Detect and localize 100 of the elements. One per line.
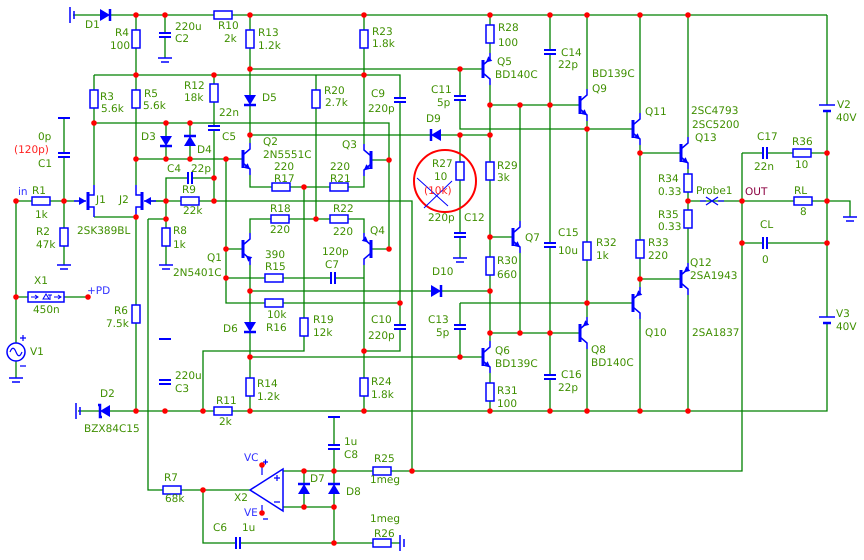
component-label: Probe1	[696, 185, 732, 198]
component-label: Q5	[497, 56, 512, 69]
component-label: 2SC4793	[691, 105, 738, 118]
component-label: V3	[836, 308, 850, 321]
component-label: 22p	[558, 382, 578, 395]
component-label: R28	[498, 22, 519, 35]
component-label: C16	[561, 369, 582, 382]
alternate-value-label: (120p)	[14, 144, 49, 157]
component-label: R30	[497, 255, 518, 268]
component-label: 5.6k	[143, 100, 166, 113]
component-label: 100	[497, 398, 518, 411]
component-label: Q1	[207, 252, 222, 265]
component-label: D4	[197, 144, 212, 157]
component-label: R23	[372, 26, 393, 39]
component-label: BZX84C15	[84, 423, 140, 436]
component-label: C13	[428, 314, 449, 327]
component-label: 22n	[219, 107, 240, 120]
component-label: D8	[346, 486, 361, 499]
component-label: 220	[333, 226, 354, 239]
component-label: 10k	[267, 309, 286, 322]
component-label: 10u	[558, 245, 578, 258]
component-label: C8	[344, 449, 358, 462]
component-label: R19	[313, 314, 334, 327]
component-label: 2SK389BL	[77, 225, 130, 238]
net-label: OUT	[745, 186, 768, 199]
component-label: RL	[794, 185, 808, 198]
component-label: R11	[216, 395, 237, 408]
component-label: 2SA1837	[692, 327, 740, 340]
component-label: 1u	[344, 436, 358, 449]
component-label: C9	[371, 88, 386, 101]
component-label: R15	[265, 261, 286, 274]
component-label: 1.2k	[258, 40, 281, 53]
component-label: Q8	[591, 344, 606, 357]
component-label: R1	[32, 185, 46, 198]
component-label: C17	[757, 131, 778, 144]
component-label: R12	[184, 80, 205, 93]
component-label: 2k	[219, 416, 232, 429]
component-label: R34	[658, 173, 679, 186]
component-label: C4	[167, 163, 182, 176]
component-label: R22	[333, 203, 354, 216]
component-label: C2	[175, 33, 190, 46]
component-label: 5p	[437, 97, 450, 110]
component-label: R2	[36, 226, 50, 239]
component-label: C12	[464, 212, 485, 225]
component-label: 40V	[836, 321, 857, 334]
component-label: C15	[558, 227, 579, 240]
component-label: V1	[30, 346, 44, 359]
component-label: Q3	[342, 139, 357, 152]
component-label: R27	[432, 158, 453, 171]
component-label: R16	[266, 322, 287, 335]
component-label: 1u	[242, 522, 256, 535]
component-label: 220	[270, 224, 290, 237]
component-label: 2.7k	[325, 97, 348, 110]
component-label: R26	[374, 528, 395, 541]
net-label: VE	[244, 507, 258, 520]
component-label: R13	[258, 27, 279, 40]
component-label: CL	[760, 219, 774, 232]
component-label: 220p	[428, 212, 455, 225]
component-label: R7	[164, 472, 178, 485]
component-label: 120p	[322, 246, 349, 259]
component-label: R24	[371, 376, 392, 389]
component-label: 2SC5200	[692, 119, 740, 132]
component-label: C11	[431, 84, 452, 97]
component-label: D10	[432, 266, 454, 279]
component-label: 220u	[175, 370, 202, 383]
component-label: R5	[144, 88, 158, 101]
component-label: 47k	[36, 239, 56, 252]
component-label: R8	[173, 225, 187, 238]
component-label: 390	[265, 249, 286, 262]
component-label: 2k	[224, 33, 237, 46]
component-label: 1k	[35, 209, 48, 222]
component-label: R21	[330, 173, 351, 186]
component-label: R35	[658, 209, 679, 222]
component-label: R33	[648, 237, 669, 250]
component-label: 220	[648, 250, 668, 263]
component-label: 8	[800, 206, 807, 219]
component-label: 100	[498, 37, 518, 50]
component-label: BD140C	[591, 357, 634, 370]
component-label: R9	[182, 184, 196, 197]
component-label: 2SA1943	[690, 270, 738, 283]
component-label: C3	[175, 383, 190, 396]
component-label: X2	[234, 492, 248, 505]
component-label: D9	[426, 113, 441, 126]
component-label: 1k	[596, 250, 609, 263]
component-label: D6	[223, 323, 238, 336]
component-label: 220p	[368, 103, 395, 116]
net-label: +PD	[87, 285, 110, 298]
component-label: R4	[115, 27, 129, 40]
component-label: Q4	[370, 225, 385, 238]
component-label: 7.5k	[106, 318, 129, 331]
component-label: D2	[100, 388, 115, 401]
component-label: Q2	[263, 136, 278, 149]
component-label: D3	[141, 131, 156, 144]
component-label: BD140C	[495, 69, 538, 82]
component-label: X1	[34, 275, 48, 288]
component-label: 10	[795, 159, 808, 172]
component-label: R20	[324, 85, 345, 98]
component-label: C1	[38, 158, 52, 171]
component-label: 220p	[368, 330, 395, 343]
component-label: 3k	[497, 172, 510, 185]
